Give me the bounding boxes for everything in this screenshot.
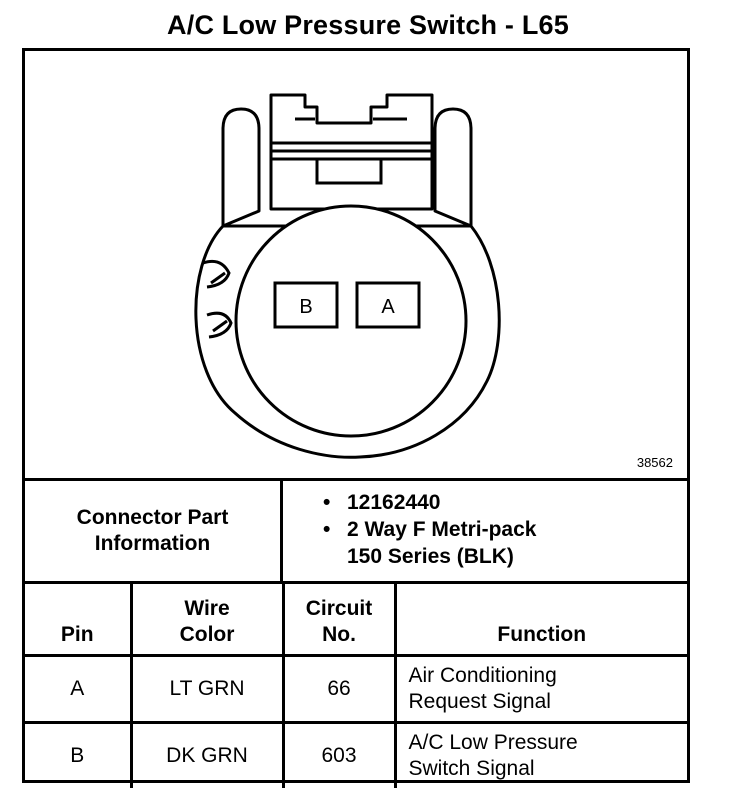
cell-wire-color: LT GRN bbox=[129, 654, 285, 724]
cell-pin: A bbox=[25, 654, 133, 724]
table-row: B DK GRN 603 A/C Low Pressure Switch Sig… bbox=[25, 721, 687, 788]
cell-circuit: 603 bbox=[281, 721, 397, 788]
cavity-a bbox=[355, 281, 421, 329]
cavity-b bbox=[273, 281, 339, 329]
pinout-table: Pin Wire Color Circuit No. Function A LT… bbox=[25, 584, 687, 788]
terminal-label-a: A bbox=[381, 296, 395, 318]
table-row: A LT GRN 66 Air Conditioning Request Sig… bbox=[25, 654, 687, 724]
terminal-label-b: B bbox=[299, 296, 312, 318]
cell-function: Air Conditioning Request Signal bbox=[393, 654, 687, 724]
header-circuit-no: Circuit No. bbox=[281, 584, 397, 657]
bullet-icon: • bbox=[323, 518, 331, 541]
cell-function: A/C Low Pressure Switch Signal bbox=[393, 721, 687, 788]
part-description-line1: 2 Way F Metri-pack bbox=[347, 518, 537, 541]
page-title: A/C Low Pressure Switch - L65 bbox=[167, 10, 569, 40]
bullet-icon: • bbox=[323, 491, 331, 514]
table-header-row: Pin Wire Color Circuit No. Function bbox=[25, 584, 687, 657]
cell-wire-color: DK GRN bbox=[129, 721, 285, 788]
header-wire-color: Wire Color bbox=[129, 584, 285, 657]
left-latch-arm bbox=[221, 107, 261, 228]
right-latch-arm bbox=[433, 107, 473, 228]
connector-diagram: B A 38562 bbox=[25, 51, 687, 481]
cell-pin: B bbox=[25, 721, 133, 788]
part-number: 12162440 bbox=[347, 491, 441, 514]
part-description-line2: 150 Series (BLK) bbox=[347, 545, 514, 568]
connector-part-label: Connector Part Information bbox=[25, 481, 283, 581]
connector-drawing: B A bbox=[194, 93, 501, 459]
cell-circuit: 66 bbox=[281, 654, 397, 724]
connector-part-details: • 12162440 • 2 Way F Metri-pack 150 Seri… bbox=[323, 489, 536, 570]
connector-face bbox=[234, 204, 468, 438]
header-function: Function bbox=[393, 584, 687, 657]
connector-part-info: Connector Part Information • 12162440 • … bbox=[25, 481, 687, 584]
pinout-frame: B A 38562 Connector Part Information • 1… bbox=[22, 48, 690, 788]
figure-number: 38562 bbox=[636, 455, 673, 470]
header-pin: Pin bbox=[25, 584, 133, 657]
